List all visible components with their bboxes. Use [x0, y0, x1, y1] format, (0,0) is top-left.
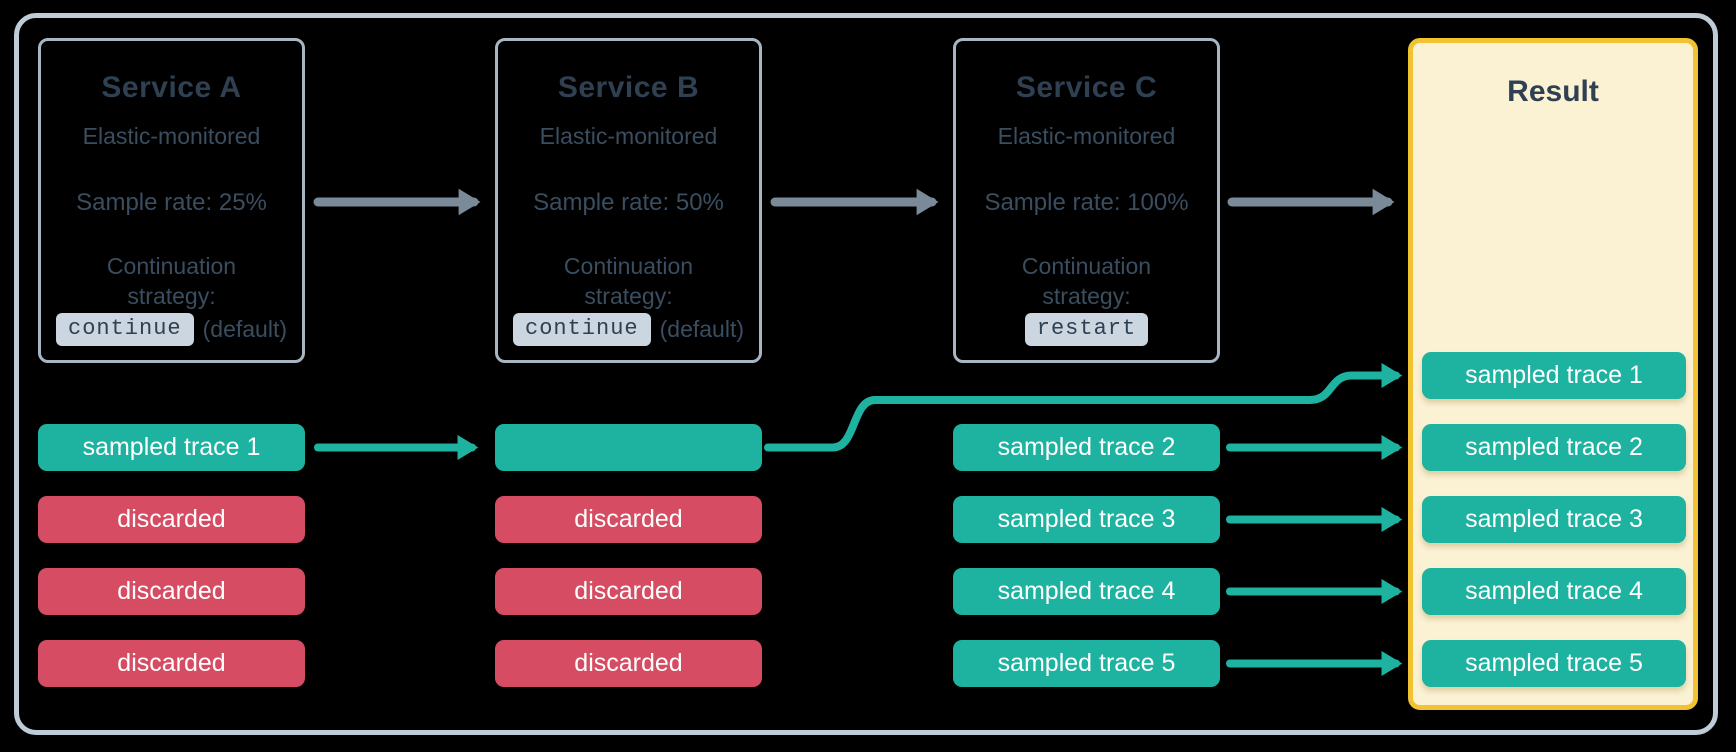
diagram-frame — [14, 13, 1718, 735]
service-a-lane-sampled-trace: sampled trace 1 — [38, 424, 305, 471]
service-a-lane-discarded-3: discarded — [38, 640, 305, 687]
service-a-lane-discarded-1: discarded — [38, 496, 305, 543]
service-b-lane-sampled-trace — [495, 424, 762, 471]
result-trace-1: sampled trace 1 — [1422, 352, 1686, 399]
service-b-continuation-text: Continuation strategy: — [563, 253, 694, 309]
service-a-sample-rate: Sample rate: 25% — [76, 189, 267, 216]
service-b-title: Service B — [557, 71, 700, 104]
service-c-continuation-text: Continuation strategy: — [1021, 253, 1152, 309]
result-title: Result — [1507, 75, 1599, 108]
service-c-strategy-code: restart — [1024, 313, 1149, 346]
service-b-lane-discarded-3: discarded — [495, 640, 762, 687]
service-c-lane-sampled-trace-2: sampled trace 2 — [953, 424, 1220, 471]
result-trace-4: sampled trace 4 — [1422, 568, 1686, 615]
service-b-strategy-code: continue — [513, 313, 651, 346]
service-a-box: Service A Elastic-monitored Sample rate:… — [38, 38, 305, 363]
service-c-continuation-label: Continuation strategy: — [956, 251, 1217, 311]
service-b-lane-discarded-2: discarded — [495, 568, 762, 615]
service-b-lane-discarded-1: discarded — [495, 496, 762, 543]
service-b-box: Service B Elastic-monitored Sample rate:… — [495, 38, 762, 363]
service-c-strategy-row: restart — [956, 313, 1217, 346]
service-b-sample-rate: Sample rate: 50% — [533, 189, 724, 216]
service-a-lane-discarded-2: discarded — [38, 568, 305, 615]
service-a-strategy-note: (default) — [202, 316, 287, 342]
service-c-lane-sampled-trace-4: sampled trace 4 — [953, 568, 1220, 615]
service-b-monitoring-label: Elastic-monitored — [539, 123, 718, 149]
service-c-box: Service C Elastic-monitored Sample rate:… — [953, 38, 1220, 363]
service-a-strategy-row: continue (default) — [41, 313, 302, 346]
service-b-continuation-label: Continuation strategy: — [498, 251, 759, 311]
service-a-strategy-code: continue — [56, 313, 194, 346]
service-c-monitoring-label: Elastic-monitored — [997, 123, 1176, 149]
result-trace-5: sampled trace 5 — [1422, 640, 1686, 687]
service-c-sample-rate: Sample rate: 100% — [984, 189, 1189, 216]
service-a-title: Service A — [101, 71, 242, 104]
result-trace-2: sampled trace 2 — [1422, 424, 1686, 471]
service-a-continuation-text: Continuation strategy: — [106, 253, 237, 309]
service-a-continuation-label: Continuation strategy: — [41, 251, 302, 311]
service-c-lane-sampled-trace-3: sampled trace 3 — [953, 496, 1220, 543]
service-c-lane-sampled-trace-5: sampled trace 5 — [953, 640, 1220, 687]
result-trace-3: sampled trace 3 — [1422, 496, 1686, 543]
service-a-monitoring-label: Elastic-monitored — [82, 123, 261, 149]
service-b-strategy-note: (default) — [659, 316, 744, 342]
service-c-title: Service C — [1015, 71, 1158, 104]
service-b-strategy-row: continue (default) — [498, 313, 759, 346]
result-box: Result sampled trace 1 sampled trace 2 s… — [1408, 38, 1698, 710]
